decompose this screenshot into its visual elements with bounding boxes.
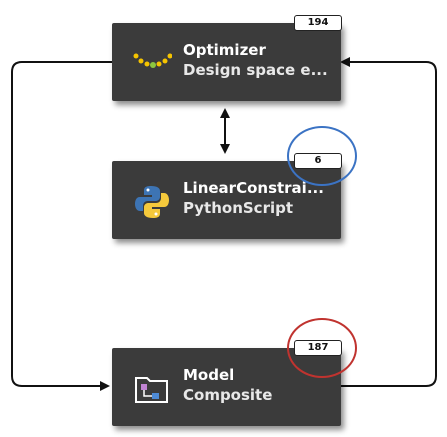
composite-folder-icon	[135, 377, 168, 403]
wire-optimizer-to-model	[11, 61, 112, 391]
run-count-badge: 194	[294, 15, 342, 31]
node-optimizer[interactable]: Optimizer Design space e... 194	[112, 15, 342, 101]
highlight-circle-linear-badge	[287, 126, 357, 186]
highlight-circle-model-badge	[287, 318, 357, 378]
node-title: Model	[183, 366, 235, 384]
node-title: Optimizer	[183, 41, 266, 59]
wire-model-to-optimizer	[338, 57, 437, 387]
node-subtitle: Composite	[183, 386, 273, 404]
node-subtitle: PythonScript	[183, 199, 294, 217]
node-title: LinearConstrai...	[183, 179, 324, 197]
optimizer-dots-icon	[133, 53, 172, 68]
node-subtitle: Design space e...	[183, 61, 328, 79]
python-icon	[135, 186, 169, 218]
